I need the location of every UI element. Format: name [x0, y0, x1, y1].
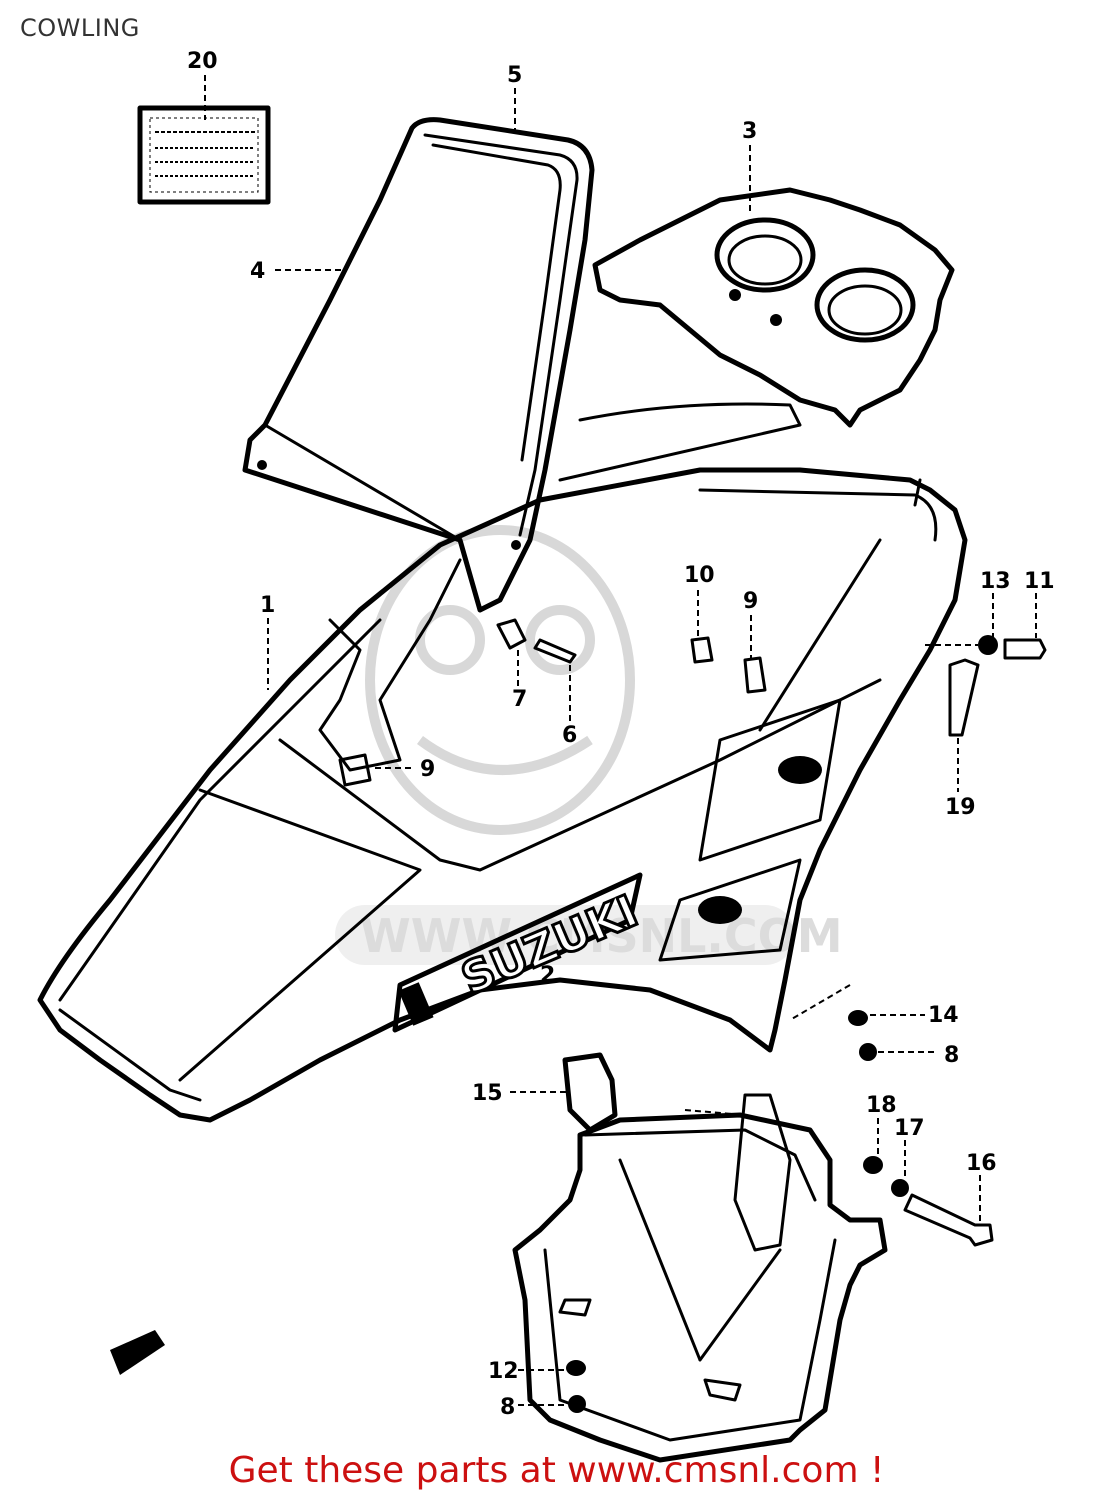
callout-labels: 20 5 3 4 1 7 6 10 9 9 13 11 19 2 14 8 15…: [187, 49, 1055, 1420]
callout-11: 11: [1024, 569, 1055, 594]
footer-link[interactable]: Get these parts at www.cmsnl.com !: [228, 1450, 885, 1491]
callout-9-upper: 9: [743, 589, 758, 614]
page-title: COWLING: [20, 14, 140, 42]
part-20-label: [137, 105, 271, 205]
callout-3: 3: [742, 119, 757, 144]
callout-2: 2: [540, 963, 555, 988]
callout-15: 15: [472, 1081, 503, 1106]
part-10-nut: [690, 636, 714, 664]
hardware-parts: [110, 618, 1047, 1413]
part-17-washer: [891, 1179, 909, 1197]
callout-17: 17: [894, 1116, 925, 1141]
callout-10: 10: [684, 563, 715, 588]
part-16-bolt: [903, 1193, 994, 1247]
callout-13: 12: [488, 1359, 519, 1384]
front-direction-arrow-icon: [110, 1330, 165, 1375]
part-13-grommet: [566, 1360, 586, 1376]
callout-9-lower: 9: [420, 757, 435, 782]
part-1-cowling: [37, 467, 968, 1123]
part-6-screw: [533, 638, 577, 664]
callout-14: 14: [928, 1003, 959, 1028]
part-4-windscreen: [242, 117, 595, 613]
callout-7: 7: [512, 687, 527, 712]
callout-4: 4: [250, 259, 265, 284]
leader-lines: [204, 75, 1037, 1406]
part-9-clip-upper: [743, 656, 767, 694]
part-8-screw-right: [859, 1043, 877, 1061]
callout-8-right: 8: [944, 1043, 959, 1068]
part-3-meter-panel: [558, 187, 955, 482]
callout-16: 16: [966, 1151, 997, 1176]
callout-12: 13: [980, 569, 1011, 594]
part-18-collar: [863, 1156, 883, 1174]
callout-6: 6: [562, 723, 577, 748]
part-12-washer: [978, 635, 998, 655]
callout-18: 18: [866, 1093, 897, 1118]
callout-19: 19: [945, 795, 976, 820]
callout-5: 5: [507, 63, 522, 88]
part-14-grommet: [848, 1010, 868, 1026]
part-9-clip-lower: [338, 753, 372, 787]
callout-8-bottom: 8: [500, 1395, 515, 1420]
callout-1: 1: [260, 593, 275, 618]
part-7-grommet: [496, 618, 527, 650]
part-11-bolt: [1003, 638, 1047, 660]
part-15-bracket: [512, 1052, 888, 1463]
part-19-strip: [948, 658, 980, 737]
callout-20: 20: [187, 49, 218, 74]
